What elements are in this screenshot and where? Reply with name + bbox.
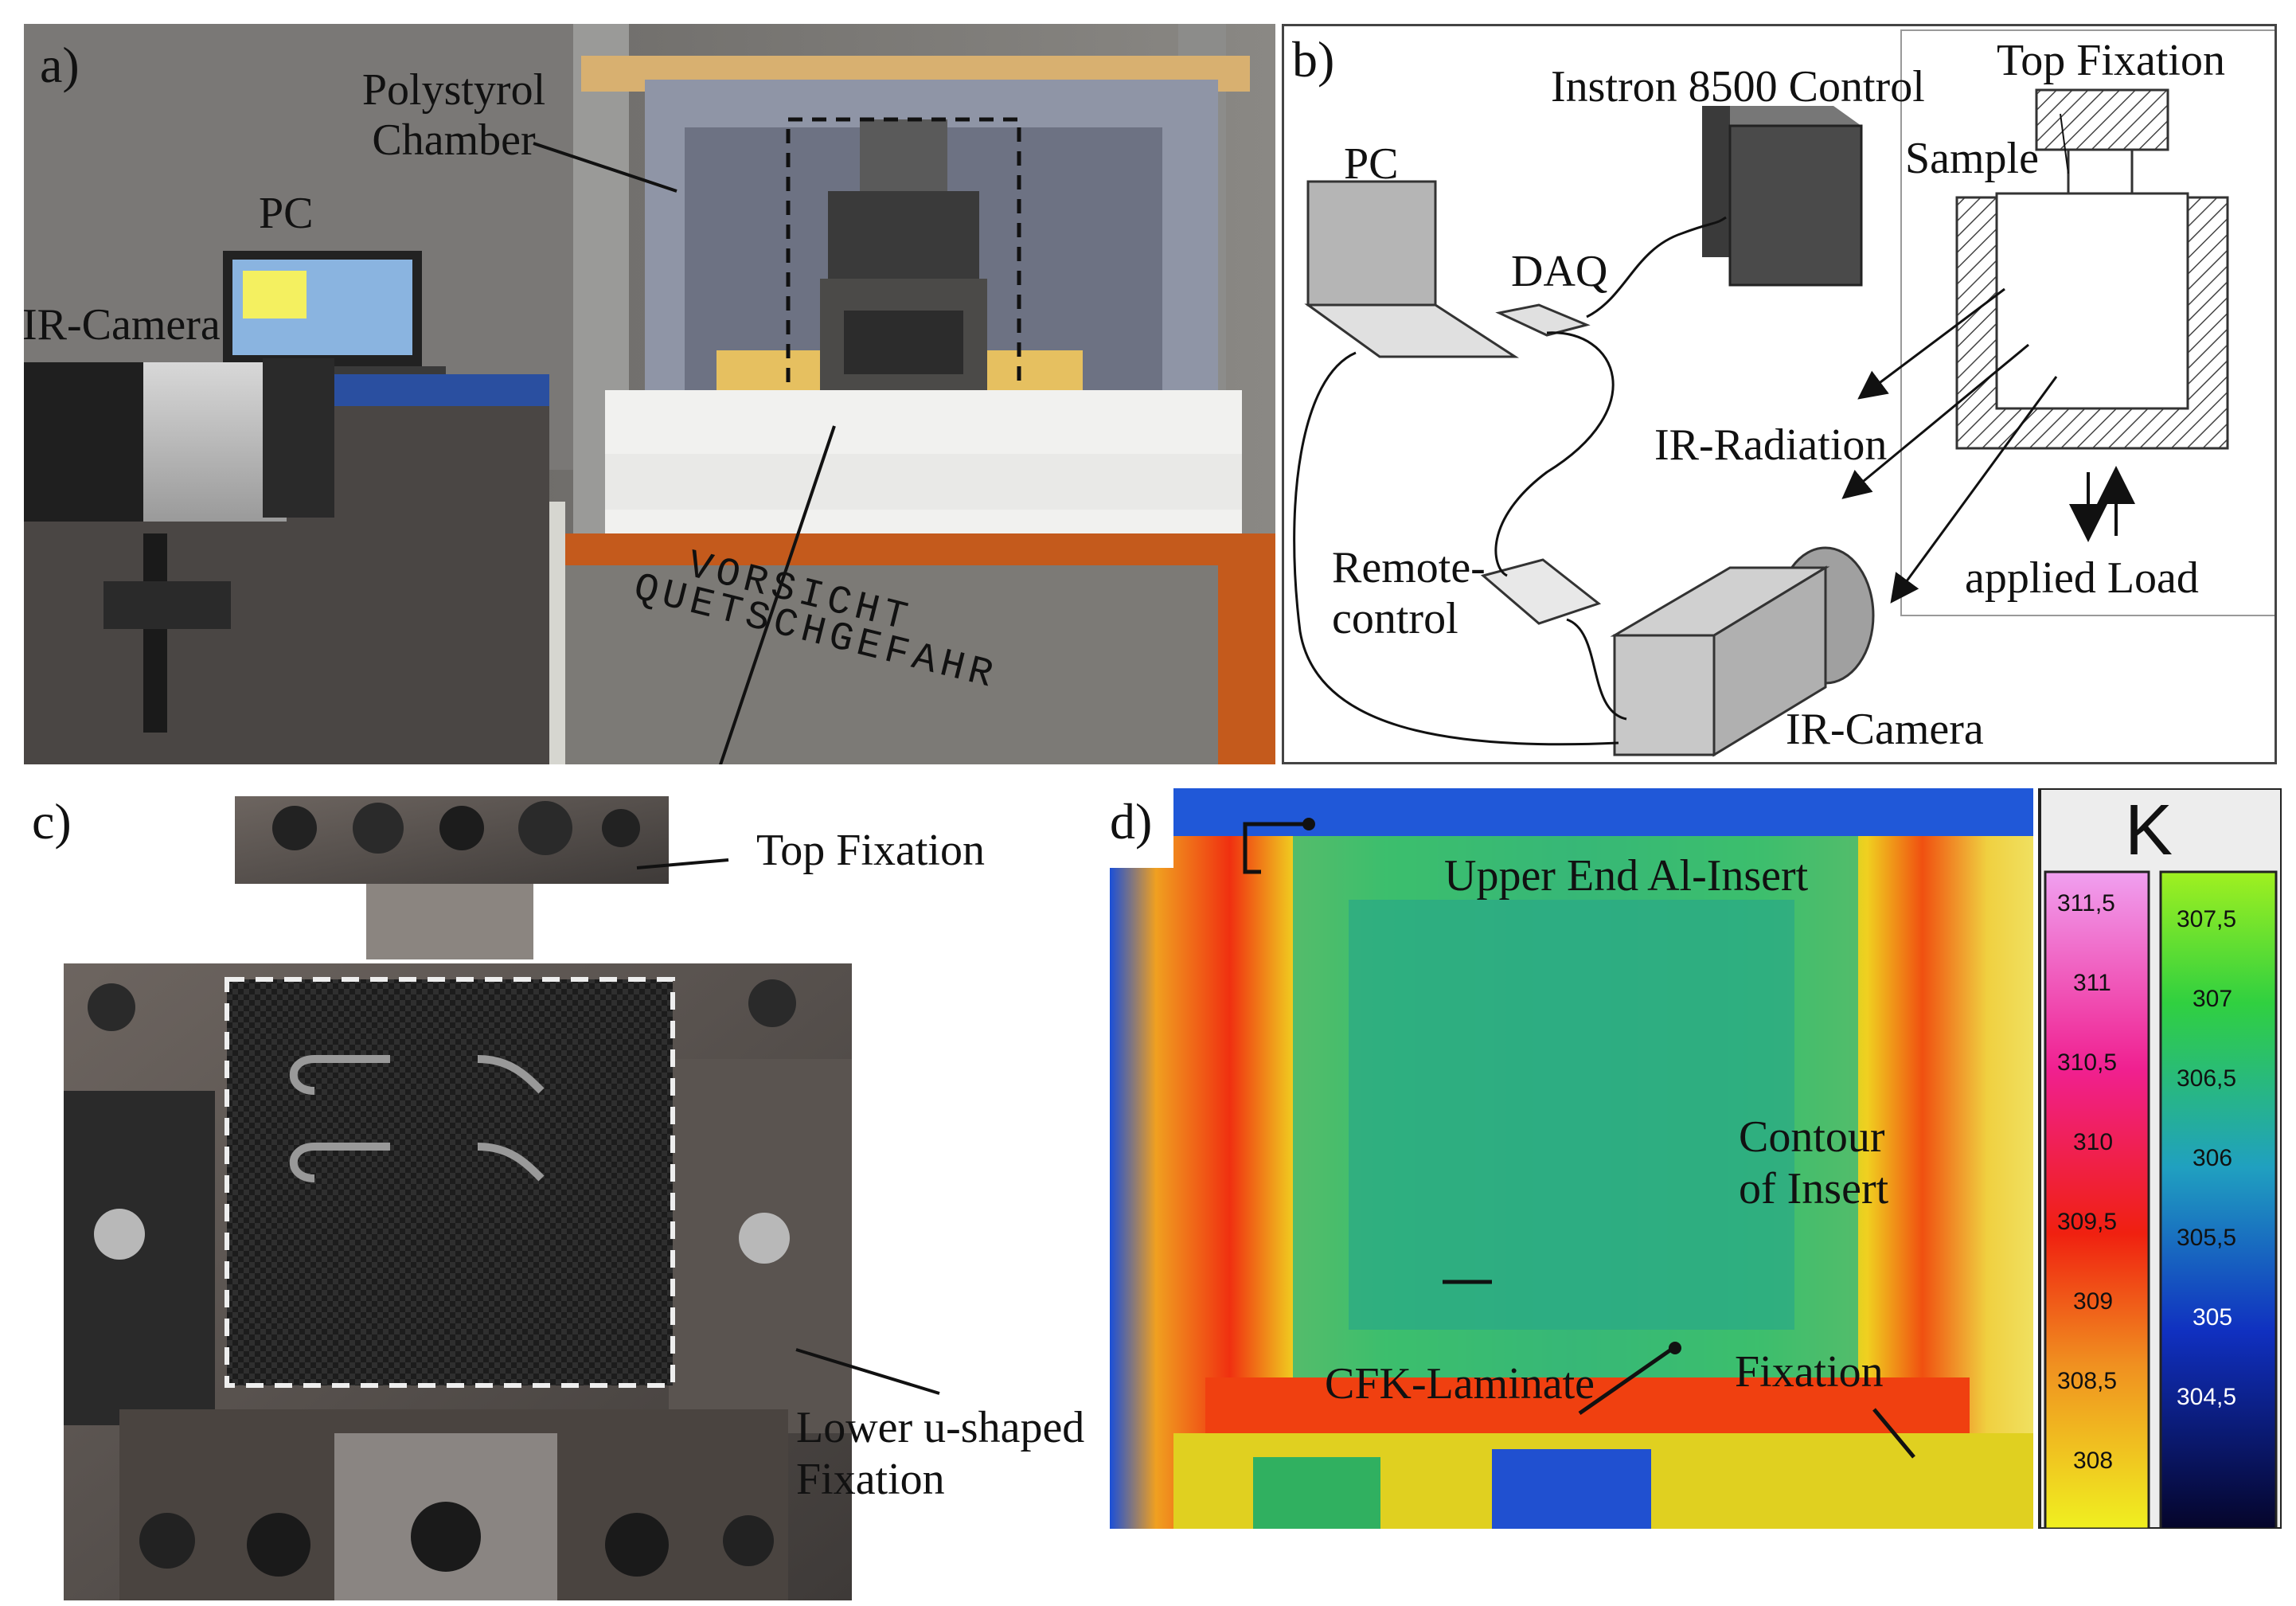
pc-schematic-label: PC — [1344, 139, 1399, 189]
top-fixation-photo-label: Top Fixation — [756, 826, 985, 875]
ir-radiation-label: IR-Radiation — [1654, 420, 1888, 470]
panel-b-letter: b) — [1292, 31, 1335, 88]
scale-right-tick: 305 — [2193, 1304, 2233, 1331]
ir-camera-photo-label: IR-Camera — [24, 300, 221, 350]
lower-fixation-label-2: Fixation — [796, 1455, 945, 1504]
scale-right-tick: 305,5 — [2177, 1225, 2237, 1251]
daq-label: DAQ — [1511, 247, 1608, 296]
remote-label-2: control — [1332, 594, 1458, 643]
scale-left-tick: 311 — [2073, 970, 2111, 996]
panel-d-letter: d) — [1110, 793, 1153, 850]
scale-left-tick: 308 — [2073, 1448, 2114, 1474]
cfk-label: CFK-Laminate — [1325, 1359, 1595, 1409]
remote-label-1: Remote- — [1332, 543, 1486, 592]
upper-end-label: Upper End Al-Insert — [1444, 851, 1809, 901]
chamber-label: Chamber — [372, 115, 536, 165]
scale-right-tick: 307 — [2193, 986, 2233, 1012]
lower-fixation-label-1: Lower u-shaped — [796, 1403, 1085, 1452]
setup-photo-illustration — [24, 24, 1275, 764]
fixation-thermal-label: Fixation — [1735, 1347, 1884, 1397]
pc-photo-label: PC — [259, 189, 314, 238]
scale-left-tick: 309,5 — [2057, 1209, 2118, 1235]
thermogram-image — [1110, 788, 2282, 1529]
instron-label: Instron 8500 Control — [1551, 62, 1925, 111]
ir-camera-schematic-label: IR-Camera — [1786, 705, 1984, 754]
scale-left-tick: 310 — [2073, 1129, 2114, 1155]
scale-right-tick: 306,5 — [2177, 1065, 2237, 1092]
sample-label: Sample — [1905, 134, 2039, 183]
scale-left-tick: 308,5 — [2057, 1368, 2118, 1394]
contour-label-2: of Insert — [1739, 1164, 1889, 1213]
polystyrol-label: Polystyrol — [361, 65, 546, 115]
schematic-drawing — [1293, 29, 2275, 757]
fixation-photo-illustration — [64, 796, 940, 1600]
top-fixation-schematic-label: Top Fixation — [1997, 36, 2225, 85]
scale-left-tick: 311,5 — [2057, 890, 2115, 916]
unit-label: K — [2125, 791, 2173, 870]
scale-right-tick: 307,5 — [2177, 906, 2237, 932]
panel-c-letter: c) — [32, 793, 72, 850]
scale-left-tick: 310,5 — [2057, 1049, 2118, 1076]
scale-right-tick: 304,5 — [2177, 1384, 2237, 1410]
panel-d-thermogram: d) Upper End Al-Insert Contour of Insert… — [1110, 788, 2282, 1529]
applied-load-label: applied Load — [1965, 553, 2199, 603]
panel-a-photo: a) Polystyrol Chamber PC IR-Camera VORSI… — [24, 24, 1275, 764]
panel-b-schematic: b) Instron 8500 Control Top Fixation PC … — [1282, 24, 2277, 764]
scale-left-tick: 309 — [2073, 1288, 2114, 1315]
panel-a-letter: a) — [40, 37, 80, 93]
contour-label-1: Contour — [1739, 1112, 1885, 1162]
scale-right-tick: 306 — [2193, 1145, 2233, 1171]
panel-c-photo: c) Top Fixation Lower u-shaped Fixation — [32, 788, 1107, 1600]
